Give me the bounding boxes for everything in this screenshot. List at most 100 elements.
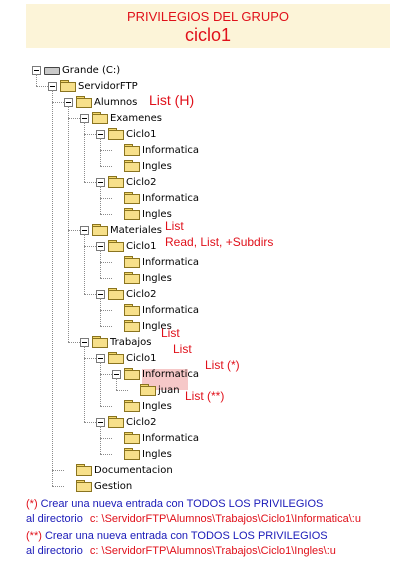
tree-connector — [84, 294, 96, 295]
note-2-prefix: al directorio — [26, 545, 83, 557]
tree-item-label: Ciclo1 — [126, 352, 157, 364]
tree-connector — [52, 90, 53, 486]
folder-icon — [60, 80, 76, 92]
tree-connector — [100, 250, 101, 278]
tree-connector — [100, 278, 112, 279]
tree-connector — [100, 138, 101, 166]
tree-item-grande-c[interactable]: Grande (C:) — [32, 62, 120, 78]
tree-item-informatica[interactable]: Informatica — [112, 366, 199, 382]
tree-item-informatica[interactable]: Informatica — [112, 190, 199, 206]
note-1-text: Crear una nueva entrada con TODOS LOS PR… — [40, 498, 324, 510]
note-2-line-1: (**) Crear una nueva entrada con TODOS L… — [26, 530, 328, 542]
tree-item-informatica[interactable]: Informatica — [112, 254, 199, 270]
tree-item-ciclo1[interactable]: Ciclo1 — [96, 350, 157, 366]
annotation-trabajos-ciclo1: List — [173, 342, 192, 356]
folder-icon — [124, 144, 140, 156]
tree-connector — [100, 198, 112, 199]
tree-item-juan[interactable]: juan — [128, 382, 180, 398]
tree-connector — [100, 406, 112, 407]
tree-connector — [52, 486, 64, 487]
note-1-mark: (*) — [26, 498, 38, 510]
tree-connector — [100, 166, 112, 167]
tree-item-servidorftp[interactable]: ServidorFTP — [48, 78, 138, 94]
note-2-line-2: al directorio c: \ServidorFTP\Alumnos\Tr… — [26, 545, 336, 557]
tree-connector — [68, 230, 80, 231]
note-2-mark: (**) — [26, 530, 42, 542]
tree-item-label: Ciclo2 — [126, 416, 157, 428]
tree-item-informatica[interactable]: Informatica — [112, 142, 199, 158]
folder-icon — [124, 432, 140, 444]
tree-item-ciclo1[interactable]: Ciclo1 — [96, 238, 157, 254]
tree-item-label: juan — [158, 384, 180, 396]
tree-item-ciclo2[interactable]: Ciclo2 — [96, 286, 157, 302]
note-2-path: c: \ServidorFTP\Alumnos\Trabajos\Ciclo1\… — [89, 545, 336, 557]
tree-connector — [84, 134, 96, 135]
tree-connector — [100, 454, 112, 455]
tree-connector — [52, 470, 64, 471]
annotation-informatica: List (*) — [205, 358, 240, 372]
tree-item-label: Ciclo2 — [126, 288, 157, 300]
tree-connector — [100, 326, 112, 327]
note-1-path: c: \ServidorFTP\Alumnos\Trabajos\Ciclo1\… — [89, 513, 361, 525]
folder-icon — [108, 352, 124, 364]
tree-item-label: Informatica — [142, 304, 200, 316]
tree-connector — [84, 246, 96, 247]
tree-item-ciclo1[interactable]: Ciclo1 — [96, 126, 157, 142]
tree-item-label: Trabajos — [110, 336, 152, 348]
tree-item-examenes[interactable]: Examenes — [80, 110, 162, 126]
tree-item-ingles[interactable]: Ingles — [112, 270, 172, 286]
drive-icon — [44, 65, 60, 75]
tree-item-informatica[interactable]: Informatica — [112, 302, 199, 318]
tree-item-label: Materiales — [110, 224, 162, 236]
folder-icon — [108, 288, 124, 300]
folder-icon — [124, 304, 140, 316]
tree-connector — [52, 102, 64, 103]
tree-item-ingles[interactable]: Ingles — [112, 206, 172, 222]
annotation-alumnos: List (H) — [149, 92, 195, 108]
folder-icon — [124, 192, 140, 204]
tree-item-label: Ingles — [142, 400, 172, 412]
tree-item-ingles[interactable]: Ingles — [112, 398, 172, 414]
tree-item-ingles[interactable]: Ingles — [112, 318, 172, 334]
tree-connector — [100, 214, 112, 215]
tree-item-alumnos[interactable]: Alumnos — [64, 94, 137, 110]
tree-item-gestion[interactable]: Gestion — [64, 478, 132, 494]
tree-item-materiales[interactable]: Materiales — [80, 222, 162, 238]
tree-connector — [68, 342, 80, 343]
tree-connector — [100, 262, 112, 263]
tree-connector — [84, 346, 85, 422]
tree-connector — [84, 358, 96, 359]
header-group-name: ciclo1 — [184, 25, 232, 45]
folder-icon — [108, 416, 124, 428]
tree-item-label: Gestion — [94, 480, 133, 492]
tree-connector — [116, 390, 128, 391]
note-1-prefix: al directorio — [26, 513, 83, 525]
folder-icon — [124, 208, 140, 220]
tree-connector — [68, 118, 80, 119]
tree-connector — [100, 150, 112, 151]
folder-icon — [124, 448, 140, 460]
tree-item-ciclo2[interactable]: Ciclo2 — [96, 414, 157, 430]
header-title: PRIVILEGIOS DEL GRUPO — [126, 9, 290, 24]
folder-icon — [124, 160, 140, 172]
tree-item-label: Informatica — [142, 432, 200, 444]
annotation-ingles: List (**) — [185, 389, 225, 403]
folder-icon — [124, 320, 140, 332]
folder-icon — [124, 272, 140, 284]
folder-icon — [124, 368, 140, 380]
tree-item-label: Informatica — [142, 256, 200, 268]
tree-connector — [100, 298, 101, 326]
tree-connector — [84, 122, 85, 182]
tree-item-ingles[interactable]: Ingles — [112, 446, 172, 462]
folder-icon — [76, 464, 92, 476]
tree-item-ciclo2[interactable]: Ciclo2 — [96, 174, 157, 190]
annotation-trabajos: List — [161, 326, 180, 340]
tree-item-label: ServidorFTP — [78, 80, 138, 92]
tree-item-informatica[interactable]: Informatica — [112, 430, 199, 446]
tree-item-label: Ciclo1 — [126, 240, 157, 252]
tree-item-ingles[interactable]: Ingles — [112, 158, 172, 174]
folder-icon — [92, 112, 108, 124]
tree-item-trabajos[interactable]: Trabajos — [80, 334, 151, 350]
tree-item-documentacion[interactable]: Documentacion — [64, 462, 173, 478]
tree-item-label: Ciclo2 — [126, 176, 157, 188]
